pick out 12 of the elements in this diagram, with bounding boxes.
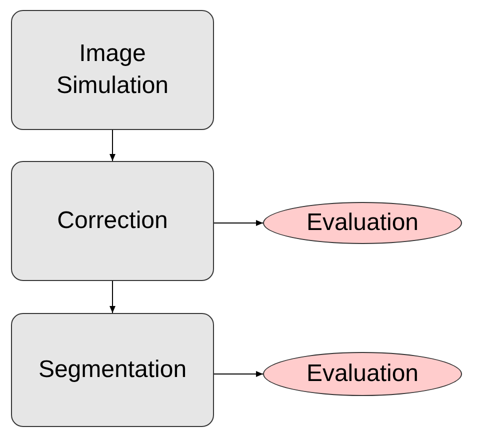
arrow [110,130,116,162]
node-label: Evaluation [306,208,419,238]
process-box [11,313,214,427]
process-box [11,10,214,130]
node-label: Evaluation [306,359,419,389]
node-label: Segmentation [38,355,187,385]
node-label: Image Simulation [55,39,170,101]
node-label: Correction [57,206,168,236]
arrow [214,371,264,377]
arrow [214,220,264,226]
process-box [11,161,214,281]
arrow [110,280,116,314]
